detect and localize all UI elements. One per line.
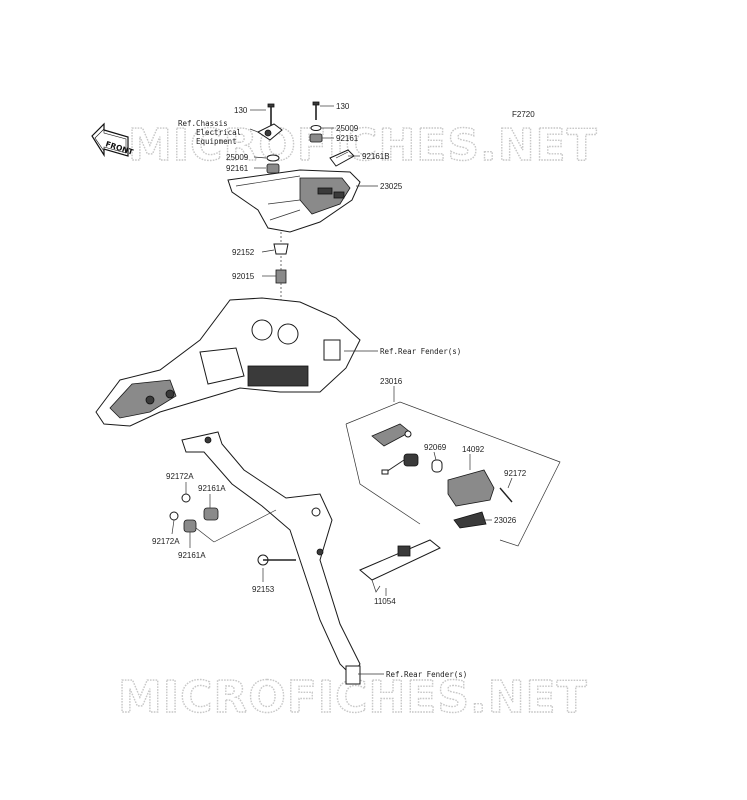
bolt-92153 bbox=[257, 554, 296, 566]
label-92161B: 92161B bbox=[362, 152, 390, 161]
light-housing bbox=[371, 423, 412, 447]
plate-light-bracket-11054 bbox=[359, 539, 441, 593]
license-bracket bbox=[181, 431, 361, 685]
watermark-top: MICROFICHES.NET bbox=[128, 120, 598, 171]
rear-fender-cowl bbox=[95, 297, 361, 427]
grommet-92161-left bbox=[266, 163, 280, 174]
label-92161A-bottom: 92161A bbox=[178, 551, 206, 560]
label-14092: 14092 bbox=[462, 445, 485, 454]
label-23016: 23016 bbox=[380, 377, 403, 386]
label-92161A-top: 92161A bbox=[198, 484, 226, 493]
label-23026: 23026 bbox=[494, 516, 517, 525]
grommet-92161-right bbox=[309, 133, 323, 143]
collar-92172A-top bbox=[181, 493, 191, 503]
label-92153: 92153 bbox=[252, 585, 275, 594]
washer-25009-right bbox=[310, 125, 322, 131]
label-130-left: 130 bbox=[234, 106, 248, 115]
socket bbox=[381, 453, 419, 475]
ref-rear-fender-lower: Ref.Rear Fender(s) bbox=[386, 670, 467, 679]
grommet-92161A-bottom bbox=[183, 519, 197, 533]
chassis-bracket bbox=[257, 123, 283, 141]
label-130-right: 130 bbox=[336, 102, 350, 111]
label-92161-right: 92161 bbox=[336, 134, 359, 143]
grommet-92161A-top bbox=[203, 507, 219, 521]
label-23025: 23025 bbox=[380, 182, 403, 191]
label-25009-right: 25009 bbox=[336, 124, 359, 133]
collar-92152 bbox=[273, 243, 289, 255]
label-92161-left: 92161 bbox=[226, 164, 249, 173]
spacer-92015 bbox=[275, 269, 287, 284]
diagram-id: F2720 bbox=[512, 110, 535, 119]
washer-25009-left bbox=[266, 154, 280, 162]
lens-23026 bbox=[453, 511, 487, 529]
license-light-box bbox=[345, 401, 561, 547]
label-92172: 92172 bbox=[504, 469, 527, 478]
bolt-130-right bbox=[312, 101, 320, 120]
label-92172A-bottom: 92172A bbox=[152, 537, 180, 546]
ref-rear-fender-upper: Ref.Rear Fender(s) bbox=[380, 347, 461, 356]
ref-chassis-line1: Ref.Chassis bbox=[178, 119, 228, 128]
front-arrow-icon bbox=[91, 122, 129, 158]
label-92172A-top: 92172A bbox=[166, 472, 194, 481]
label-11054: 11054 bbox=[374, 597, 396, 606]
label-25009-left: 25009 bbox=[226, 153, 249, 162]
leader-lines bbox=[171, 105, 513, 675]
ref-chassis-line3: Equipment bbox=[196, 137, 237, 146]
ref-chassis-line2: Electrical bbox=[196, 128, 241, 137]
lens-cover-14092 bbox=[447, 469, 495, 507]
bulb-92069 bbox=[431, 459, 443, 473]
label-92069: 92069 bbox=[424, 443, 447, 452]
collar-92172A-bottom bbox=[169, 511, 179, 521]
taillight-cowl-23025 bbox=[227, 169, 361, 233]
label-92015: 92015 bbox=[232, 272, 255, 281]
bolt-130-left bbox=[267, 103, 275, 128]
label-92152: 92152 bbox=[232, 248, 255, 257]
screw-92172 bbox=[499, 487, 513, 503]
